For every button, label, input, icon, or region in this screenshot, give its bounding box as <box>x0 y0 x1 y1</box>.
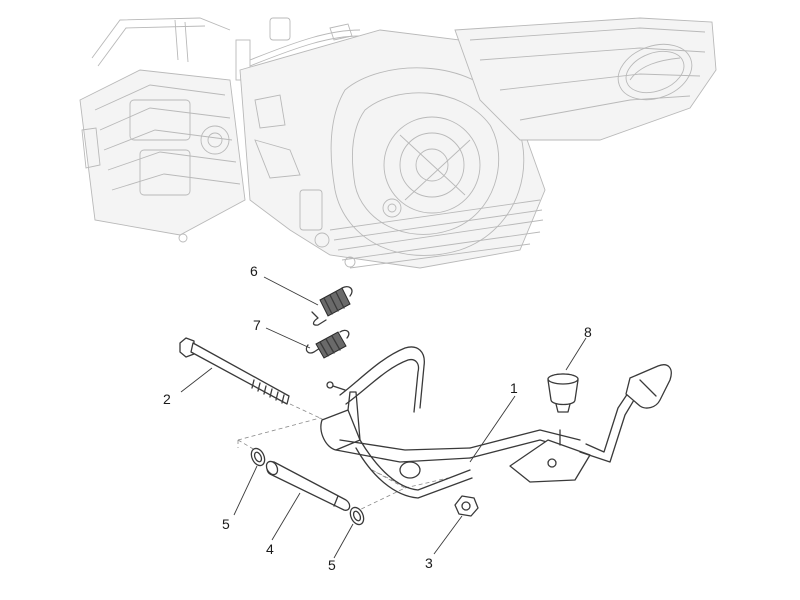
engine-ghost-illustration <box>79 17 717 269</box>
callout-4: 4 <box>266 541 274 557</box>
part-3-nut <box>454 495 479 517</box>
callout-3: 3 <box>425 555 433 571</box>
assembly-guide-lines <box>237 403 449 513</box>
part-8-rubber-buffer <box>547 373 579 413</box>
callout-8: 8 <box>584 324 592 340</box>
part-5-washer-right <box>349 506 365 526</box>
part-2-pivot-bolt <box>179 337 290 405</box>
callout-6: 6 <box>250 263 258 279</box>
callout-1: 1 <box>510 380 518 396</box>
callout-2: 2 <box>163 391 171 407</box>
callout-5-right: 5 <box>328 557 336 573</box>
callout-5-left: 5 <box>222 516 230 532</box>
part-6-return-spring <box>311 286 353 326</box>
part-1-centre-stand <box>320 346 672 499</box>
part-4-stand-spindle <box>265 460 351 511</box>
callout-7: 7 <box>253 317 261 333</box>
leader-lines <box>180 276 587 559</box>
part-5-washer-left <box>250 447 266 467</box>
callout-labels: 1 2 3 4 5 5 6 7 8 <box>163 263 592 573</box>
part-7-return-spring <box>305 329 350 359</box>
